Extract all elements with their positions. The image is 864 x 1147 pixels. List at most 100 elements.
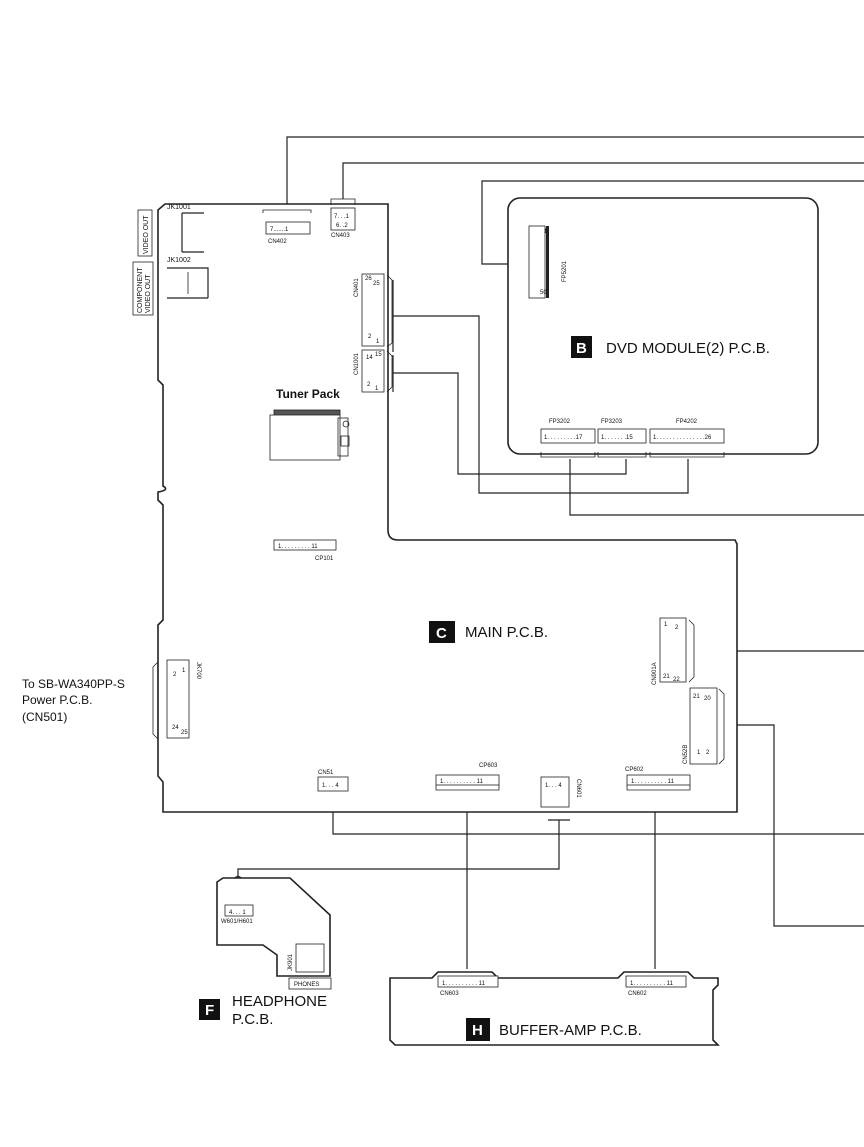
svg-text:14: 14 (366, 355, 373, 361)
buffer-board-label: H BUFFER-AMP P.C.B. (466, 1018, 642, 1041)
headphone-board-label: F HEADPHONE P.C.B. (199, 993, 327, 1028)
svg-text:6. .2: 6. .2 (336, 223, 348, 229)
svg-text:FP3203: FP3203 (601, 419, 623, 425)
svg-text:20: 20 (704, 696, 711, 702)
connector-cp101: 1. . . . . . . . . 11 CP101 (273, 539, 337, 562)
svg-text:1. . . . . . . . . . 11: 1. . . . . . . . . . 11 (440, 779, 484, 785)
connector-cn603: 1. . . . . . . . . . 11 CN603 (437, 975, 499, 997)
svg-text:2: 2 (367, 382, 371, 388)
svg-text:1. . . . . . . . .17: 1. . . . . . . . .17 (544, 435, 583, 441)
svg-text:22: 22 (673, 677, 680, 683)
svg-text:MAIN P.C.B.: MAIN P.C.B. (465, 624, 548, 641)
svg-text:BUFFER-AMP P.C.B.: BUFFER-AMP P.C.B. (499, 1022, 642, 1039)
dvd-board-label: B DVD MODULE(2) P.C.B. (571, 336, 770, 358)
svg-text:CN603: CN603 (440, 991, 459, 997)
svg-text:50: 50 (540, 290, 547, 296)
connector-cn1001: 15 14 2 1 CN1001 (354, 349, 393, 393)
tuner-pack-label: Tuner Pack (276, 387, 340, 401)
svg-text:1. . . . . . .15: 1. . . . . . .15 (601, 435, 633, 441)
jack-phones: JK901 PHONES (288, 943, 332, 990)
svg-text:HEADPHONE: HEADPHONE (232, 993, 327, 1010)
svg-text:25: 25 (181, 730, 188, 736)
svg-text:CN901A: CN901A (652, 662, 658, 685)
svg-text:1: 1 (697, 750, 701, 756)
connector-fp5201: 1 50 FP5201 (528, 225, 568, 299)
svg-text:CN403: CN403 (331, 233, 350, 239)
svg-text:1. . . 4: 1. . . 4 (545, 783, 562, 789)
svg-text:1. . . . . . . . . . 11: 1. . . . . . . . . . 11 (631, 779, 675, 785)
svg-text:JK901: JK901 (288, 953, 294, 971)
svg-text:4. . . 1: 4. . . 1 (229, 910, 246, 916)
svg-text:CP101: CP101 (315, 556, 334, 562)
svg-text:1. . . . . . . . . . . . . . .: 1. . . . . . . . . . . . . . .26 (653, 435, 712, 441)
svg-text:CN1001: CN1001 (354, 352, 360, 375)
sb-power-note: To SB-WA340PP-S Power P.C.B. (CN501) (22, 677, 125, 724)
svg-text:CN52B: CN52B (683, 745, 689, 764)
svg-text:CN401: CN401 (354, 278, 360, 297)
connector-fp3202: FP3202 1. . . . . . . . .17 (540, 419, 596, 458)
svg-text:CN601: CN601 (575, 779, 581, 798)
tuner-pack: Tuner Pack (269, 387, 350, 461)
svg-text:1. . . . . . . . . 11: 1. . . . . . . . . 11 (278, 544, 318, 550)
svg-text:P.C.B.: P.C.B. (232, 1011, 273, 1028)
svg-text:CP603: CP603 (479, 763, 498, 769)
dvd-board-outline (507, 197, 819, 455)
component-label-1: COMPONENT (137, 267, 144, 313)
svg-text:To SB-WA340PP-S: To SB-WA340PP-S (22, 677, 125, 691)
svg-text:CN51: CN51 (318, 770, 334, 776)
svg-text:F: F (205, 1002, 214, 1019)
connector-cn601: 1. . . 4 CN601 (540, 776, 581, 808)
connector-cn602: 1. . . . . . . . . . 11 CN602 (625, 975, 687, 997)
svg-text:FP4202: FP4202 (676, 419, 698, 425)
main-board-label: C MAIN P.C.B. (429, 621, 548, 643)
connector-cn901a: 1 2 21 22 CN901A (652, 617, 695, 685)
svg-text:7.......1: 7.......1 (270, 227, 289, 233)
jk1002-label: JK1002 (167, 257, 191, 264)
svg-text:7. . .1: 7. . .1 (334, 214, 350, 220)
jack-video-out: VIDEO OUT JK1001 (137, 204, 204, 257)
connector-cn401: 26 25 2 1 CN401 (354, 273, 393, 348)
svg-text:1: 1 (182, 668, 186, 674)
phones-label: PHONES (294, 982, 319, 988)
svg-text:21: 21 (693, 694, 700, 700)
svg-text:CN602: CN602 (628, 991, 647, 997)
svg-text:1. . . . . . . . . . 11: 1. . . . . . . . . . 11 (630, 981, 674, 987)
svg-text:1: 1 (375, 386, 379, 392)
connector-cp603: CP603 1. . . . . . . . . . 11 (435, 763, 500, 791)
svg-text:2: 2 (368, 334, 372, 340)
svg-text:CN402: CN402 (268, 239, 287, 245)
jk1001-label: JK1001 (167, 204, 191, 211)
svg-text:C: C (436, 625, 447, 642)
svg-text:1. . . . . . . . . . 11: 1. . . . . . . . . . 11 (442, 981, 486, 987)
main-board-outline (157, 203, 738, 813)
svg-text:JK700: JK700 (195, 662, 201, 680)
svg-text:2: 2 (706, 750, 710, 756)
connector-cn51: CN51 1. . . 4 (317, 770, 349, 792)
connector-fp3203: FP3203 1. . . . . . .15 (597, 419, 647, 458)
svg-text:2: 2 (173, 672, 177, 678)
svg-text:Power P.C.B.: Power P.C.B. (22, 693, 92, 707)
svg-text:W601/H601: W601/H601 (221, 919, 253, 925)
svg-text:FP3202: FP3202 (549, 419, 571, 425)
connector-w601-h601: 4. . . 1 W601/H601 (221, 904, 254, 925)
connector-cp602: CP602 1. . . . . . . . . . 11 (625, 767, 691, 791)
svg-text:2: 2 (675, 625, 679, 631)
jack-component-video-out: COMPONENT VIDEO OUT JK1002 (132, 257, 209, 316)
svg-text:FP5201: FP5201 (562, 260, 568, 282)
svg-text:1: 1 (664, 622, 668, 628)
svg-text:CP602: CP602 (625, 767, 644, 773)
video-out-label: VIDEO OUT (143, 215, 150, 254)
connector-cn403: 7. . .1 6. .2 CN403 (330, 198, 356, 239)
svg-text:1: 1 (376, 339, 380, 345)
svg-text:24: 24 (172, 725, 179, 731)
svg-text:H: H (472, 1022, 483, 1039)
svg-text:1: 1 (544, 229, 548, 235)
svg-text:DVD MODULE(2) P.C.B.: DVD MODULE(2) P.C.B. (606, 340, 770, 357)
svg-text:B: B (576, 340, 587, 357)
svg-text:1. . . 4: 1. . . 4 (322, 783, 339, 789)
connector-cn52b: 21 20 1 2 CN52B (683, 687, 725, 765)
connector-jk700: 2 1 24 25 JK700 (152, 659, 201, 740)
connector-fp4202: FP4202 1. . . . . . . . . . . . . . .26 (649, 419, 725, 458)
svg-text:(CN501): (CN501) (22, 710, 67, 724)
